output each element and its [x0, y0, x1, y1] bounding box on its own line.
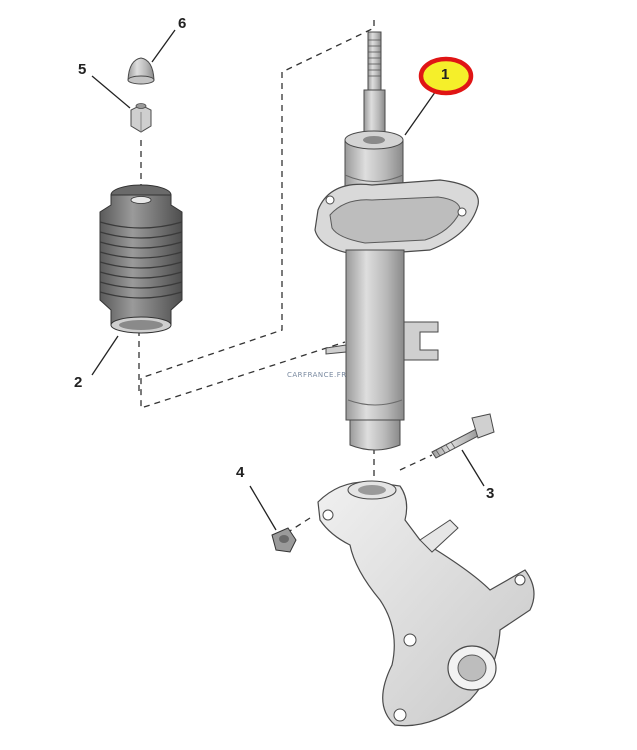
callout-5-label: 5 [78, 61, 87, 78]
dust-cap-part [127, 57, 155, 85]
callout-6-label: 6 [178, 15, 187, 32]
callout-1-highlight [418, 56, 474, 96]
steering-knuckle-part [317, 480, 535, 727]
lower-nut-part [271, 527, 297, 553]
bellows-boot-part [99, 184, 183, 334]
callout-4-label: 4 [236, 464, 245, 481]
callout-1-label: 1 [441, 66, 450, 83]
top-nut-part [130, 103, 152, 133]
strut-assembly-part [314, 31, 479, 451]
callout-3-label: 3 [486, 485, 495, 502]
callout-2-label: 2 [74, 374, 83, 391]
leader-lines [91, 29, 485, 531]
watermark-text: CARFRANCE.FR [287, 371, 347, 379]
bolt-part [431, 413, 495, 459]
